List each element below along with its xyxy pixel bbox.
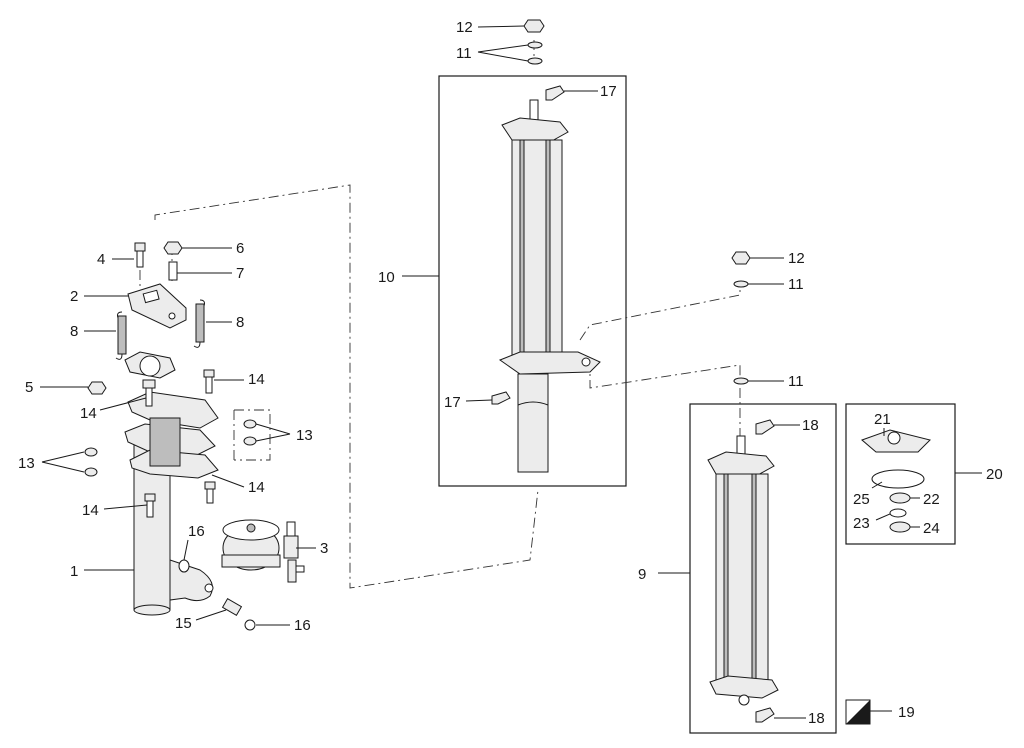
callout-12-top: 12	[456, 19, 473, 36]
nuts-part-13-left	[84, 447, 98, 477]
callout-23: 23	[853, 515, 870, 532]
callout-17-top: 17	[600, 83, 617, 100]
washer-part-11-right-a	[733, 280, 749, 288]
callout-5: 5	[25, 379, 33, 396]
nut-part-5	[87, 381, 107, 395]
callout-16-lower: 16	[294, 617, 311, 634]
seal-kit-20-frame	[845, 403, 956, 545]
callout-24: 24	[923, 520, 940, 537]
callout-8-right: 8	[236, 314, 244, 331]
callout-7: 7	[236, 265, 244, 282]
callout-2: 2	[70, 288, 78, 305]
callout-19: 19	[898, 704, 915, 721]
assembly-dashed-lines	[139, 40, 741, 589]
bolt-part-14-d	[204, 481, 216, 504]
o-ring-part-25	[871, 469, 925, 489]
callout-6: 6	[236, 240, 244, 257]
callout-labels: 4 2 8 8 6 7 5 14 14 13 13 14 14 1 3 16 1…	[18, 19, 1003, 727]
callout-20: 20	[986, 466, 1003, 483]
nut-part-6	[163, 241, 183, 255]
callout-8-left: 8	[70, 323, 78, 340]
bolt-part-14-b	[203, 369, 215, 394]
fitting-part-18-bottom	[755, 707, 775, 723]
cylinder-10-frame	[438, 75, 627, 487]
pin-part-15	[221, 597, 243, 617]
fitting-part-17-bottom	[491, 391, 511, 405]
washer-part-11-right-b	[733, 377, 749, 385]
callout-15: 15	[175, 615, 192, 632]
cylinder-9-frame	[689, 403, 837, 734]
fitting-part-18-top	[755, 419, 775, 435]
spring-part-8-right	[193, 299, 205, 348]
valve-unit-part-3	[221, 519, 305, 583]
callout-12-right: 12	[788, 250, 805, 267]
mounting-plates	[124, 351, 219, 479]
callout-16-upper: 16	[188, 523, 205, 540]
ring-part-16-upper	[178, 559, 190, 573]
ring-part-23	[889, 508, 907, 518]
callout-4: 4	[97, 251, 105, 268]
cylinder-part-10	[498, 99, 601, 473]
callout-14-b: 14	[248, 371, 265, 388]
nut-part-12-right	[731, 251, 751, 265]
callout-11-top: 11	[456, 45, 472, 62]
nut-part-12-top	[523, 19, 545, 33]
callout-17-bottom: 17	[444, 394, 461, 411]
callout-3: 3	[320, 540, 328, 557]
callout-14-d: 14	[248, 479, 265, 496]
callout-10: 10	[378, 269, 395, 286]
leader-lines	[40, 25, 982, 719]
callout-21: 21	[874, 411, 891, 428]
pin-part-7	[168, 261, 178, 281]
nuts-part-13-right	[243, 419, 257, 446]
callout-14-a: 14	[80, 405, 97, 422]
callout-25: 25	[853, 491, 870, 508]
bolt-part-14-a	[142, 379, 156, 407]
bolt-part-4	[134, 242, 146, 268]
callout-13-right: 13	[296, 427, 313, 444]
callout-14-c: 14	[82, 502, 99, 519]
fitting-part-17-top	[545, 85, 565, 101]
callout-1: 1	[70, 563, 78, 580]
seal-part-22	[889, 492, 911, 504]
callout-11-right-a: 11	[788, 276, 804, 293]
ring-part-16-lower	[244, 619, 256, 631]
symbol-part-19	[845, 699, 871, 725]
callout-22: 22	[923, 491, 940, 508]
washers-part-11-top	[527, 41, 543, 65]
spring-part-8-left	[115, 311, 127, 360]
callout-18-bottom: 18	[808, 710, 825, 727]
link-plate-part-2	[127, 283, 187, 329]
cap-part-21	[861, 429, 931, 453]
callout-11-right-b: 11	[788, 373, 804, 390]
callout-9: 9	[638, 566, 646, 583]
callout-18-top: 18	[802, 417, 819, 434]
cylinder-part-9	[707, 435, 779, 706]
bolt-part-14-c	[144, 493, 156, 518]
callout-13-left: 13	[18, 455, 35, 472]
ring-part-24	[889, 521, 911, 533]
